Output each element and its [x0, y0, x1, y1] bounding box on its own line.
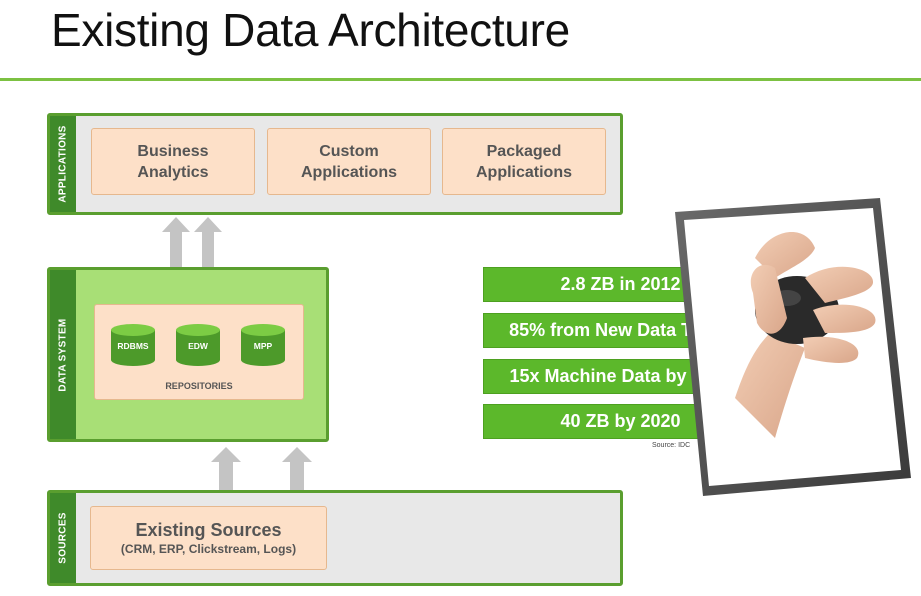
repositories-label: REPOSITORIES: [165, 381, 233, 391]
mpp-cylinder: MPP: [240, 323, 286, 367]
data-system-side-label: DATA SYSTEM: [57, 317, 69, 392]
page-title: Existing Data Architecture: [51, 4, 570, 56]
applications-side-label: APPLICATIONS: [57, 125, 69, 203]
hand-squeezing-ball-photo: [675, 198, 911, 496]
rdbms-cylinder: RDBMS: [110, 323, 156, 367]
up-arrow-right: [282, 447, 312, 491]
packaged-applications-line2: Applications: [475, 163, 572, 181]
bidirectional-arrows: [162, 217, 222, 301]
sources-side-label: SOURCES: [57, 512, 69, 564]
data-system-side-tab: DATA SYSTEM: [50, 270, 76, 439]
title-divider: [0, 78, 921, 81]
existing-sources-box: Existing Sources (CRM, ERP, Clickstream,…: [90, 506, 327, 570]
up-arrows: [211, 447, 312, 491]
business-analytics-line2: Analytics: [137, 163, 209, 181]
applications-side-tab: APPLICATIONS: [50, 116, 76, 212]
bidirectional-arrow-left: [162, 217, 190, 301]
database-icon: [111, 324, 155, 366]
database-icon: [241, 324, 285, 366]
custom-applications-line1: Custom: [319, 142, 379, 160]
database-icon: [176, 324, 220, 366]
repositories-box: RDBMS EDW MPP REPOSITORIES: [94, 304, 304, 400]
up-arrow-left: [211, 447, 241, 491]
sources-side-tab: SOURCES: [50, 493, 76, 583]
existing-sources-title: Existing Sources: [135, 520, 282, 540]
source-note: Source: IDC: [652, 442, 691, 449]
business-analytics-line1: Business: [137, 142, 209, 160]
custom-applications-line2: Applications: [300, 163, 397, 181]
mpp-label: MPP: [253, 341, 273, 351]
edw-cylinder: EDW: [175, 323, 221, 367]
rdbms-label: RDBMS: [117, 341, 149, 351]
edw-label: EDW: [188, 341, 208, 351]
bidirectional-arrow-right: [194, 217, 222, 301]
existing-sources-subtitle: (CRM, ERP, Clickstream, Logs): [120, 542, 297, 556]
packaged-applications-line1: Packaged: [486, 142, 562, 160]
